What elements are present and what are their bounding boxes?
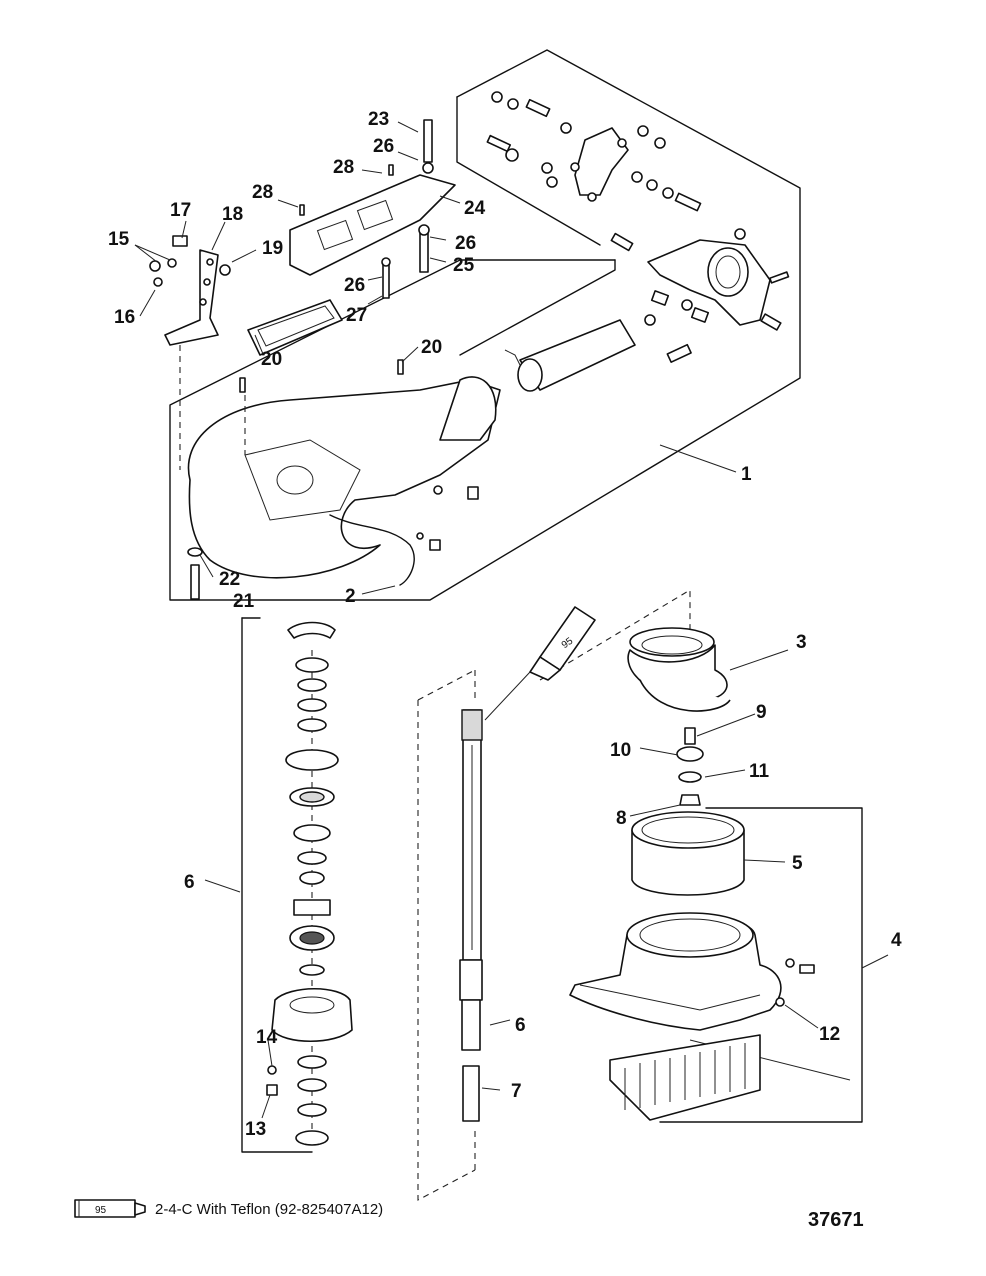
pump-housing: [187, 319, 636, 600]
legend-tube-label: 95: [95, 1205, 107, 1216]
callout-22: 22: [219, 569, 240, 590]
intake-plate: [289, 119, 456, 299]
callout-18: 18: [222, 204, 243, 225]
callout-20: 20: [261, 349, 282, 370]
callout-10: 10: [610, 740, 631, 761]
intake-grate: [609, 1034, 761, 1121]
callout-28: 28: [252, 182, 273, 203]
callout-21: 21: [233, 591, 255, 612]
callout-25: 25: [453, 255, 475, 276]
impeller: [627, 627, 789, 712]
callout-26: 26: [344, 275, 365, 296]
callout-1: 1: [741, 464, 752, 485]
callout-2: 2: [345, 586, 356, 607]
callout-5: 5: [792, 853, 803, 874]
callouts: 23 26 28 28 24 17 18 15 19 26 25 26 16 2…: [108, 109, 902, 1140]
ride-plate-bracket: [149, 235, 231, 346]
steering-hardware-cluster: [486, 91, 702, 212]
callout-4: 4: [891, 930, 902, 951]
callout-9: 9: [756, 702, 767, 723]
callout-17: 17: [170, 200, 191, 221]
callout-23: 23: [368, 109, 389, 130]
callout-8: 8: [616, 808, 627, 829]
drive-shaft: [459, 709, 511, 1122]
callout-14: 14: [256, 1027, 278, 1048]
callout-11: 11: [749, 761, 770, 782]
callout-13: 13: [245, 1119, 266, 1140]
callout-26: 26: [455, 233, 476, 254]
upper-assembly-outline: [169, 49, 801, 601]
callout-12: 12: [819, 1024, 840, 1045]
grease-tube-icon: 95: [484, 606, 596, 721]
callout-26: 26: [373, 136, 394, 157]
steering-nozzle-parts: [610, 228, 790, 363]
callout-7: 7: [511, 1081, 522, 1102]
impeller-hardware: [629, 713, 756, 817]
callout-16: 16: [114, 307, 135, 328]
bearing-stack: [204, 617, 353, 1153]
pump-outlet-housing: [569, 807, 889, 1123]
callout-6: 6: [184, 872, 195, 893]
callout-27: 27: [346, 305, 367, 326]
legend-text: 2-4-C With Teflon (92-825407A12): [155, 1201, 383, 1218]
gasket: [239, 299, 404, 393]
callout-19: 19: [262, 238, 283, 259]
callout-24: 24: [464, 198, 486, 219]
callout-28: 28: [333, 157, 354, 178]
wear-ring: [631, 811, 786, 896]
figure-number: 37671: [808, 1209, 864, 1231]
callout-20: 20: [421, 337, 442, 358]
callout-15: 15: [108, 229, 130, 250]
callout-6: 6: [515, 1015, 526, 1036]
upper-leader-lines: [134, 121, 737, 601]
callout-3: 3: [796, 632, 807, 653]
legend-tube-icon: [74, 1199, 146, 1218]
shaft-outline: [417, 589, 691, 1201]
